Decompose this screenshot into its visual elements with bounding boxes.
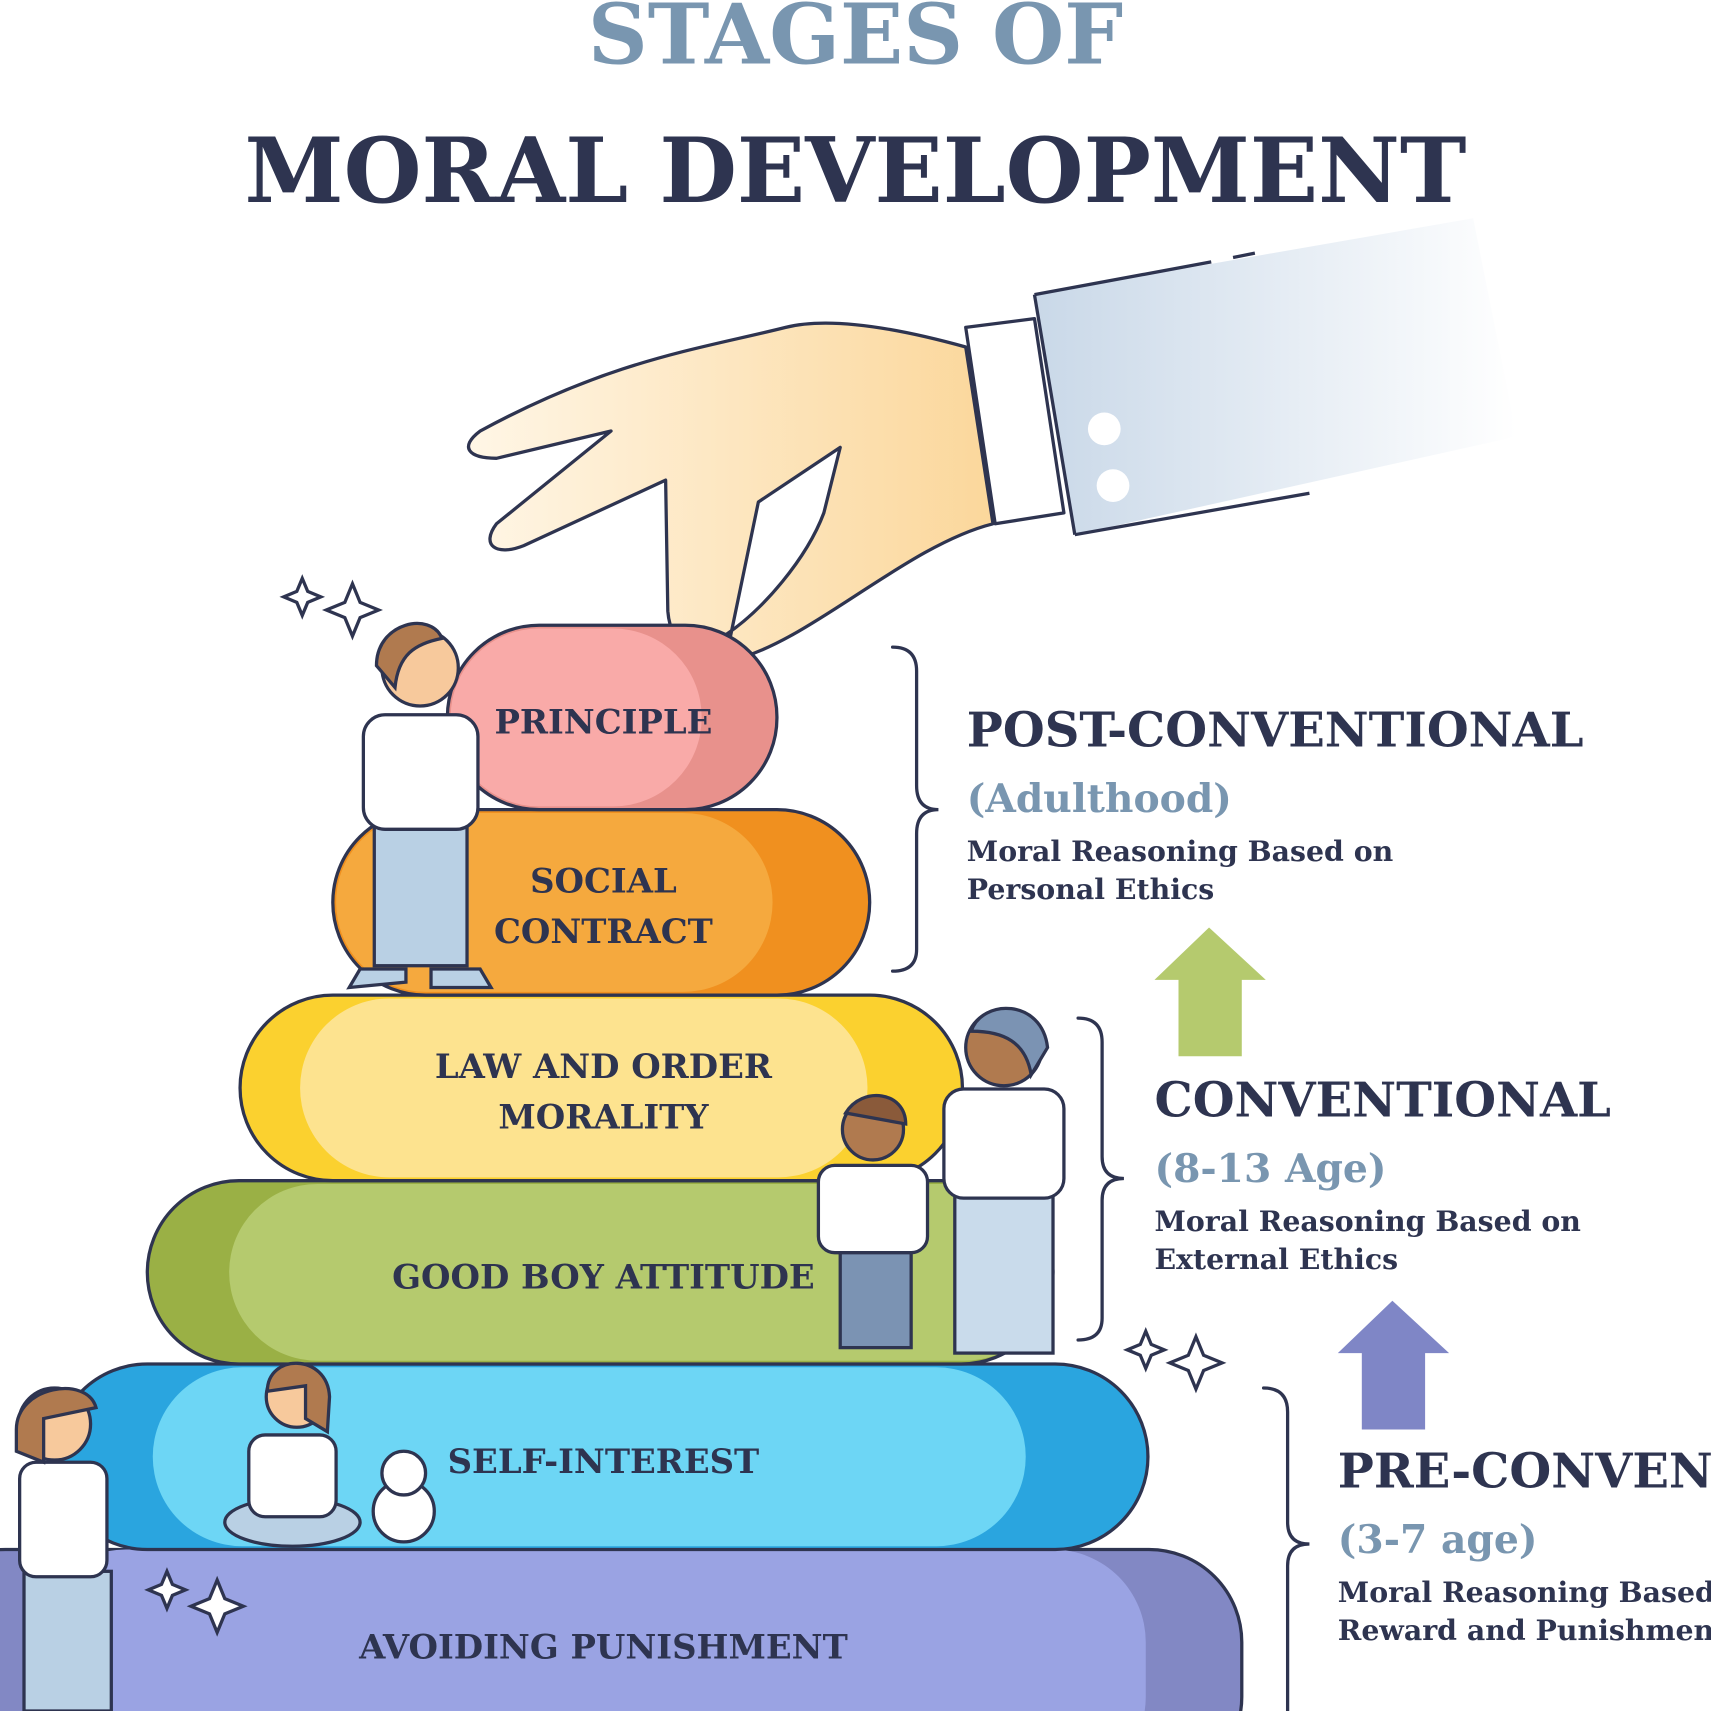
stage-label: SELF-INTEREST	[448, 1441, 760, 1481]
stage-label: GOOD BOY ATTITUDE	[392, 1257, 815, 1297]
stage-label: AVOIDING PUNISHMENT	[358, 1627, 848, 1667]
stage-pill-principle: PRINCIPLE	[445, 623, 779, 812]
level-conventional: CONVENTIONAL (8-13 Age) Moral Reasoning …	[1154, 1072, 1610, 1276]
title-line-2: MORAL DEVELOPMENT	[245, 119, 1467, 224]
brace-conventional	[1076, 1016, 1125, 1342]
level-description: Moral Reasoning Based on	[1338, 1575, 1711, 1609]
level-description: Moral Reasoning Based on	[1154, 1204, 1580, 1238]
stage-label: PRINCIPLE	[494, 701, 712, 741]
children-playing-illustration	[14, 1361, 436, 1711]
level-pre-conventional: PRE-CONVENTIONAL (3-7 age) Moral Reasoni…	[1338, 1443, 1711, 1647]
arrow-up-pre-conventional-icon	[1337, 1300, 1450, 1430]
level-description: Reward and Punishment	[1338, 1613, 1711, 1647]
person-thinking-illustration	[346, 621, 494, 990]
level-age: (3-7 age)	[1338, 1517, 1538, 1563]
stage-label: MORALITY	[498, 1096, 709, 1136]
hand-illustration	[466, 218, 1517, 666]
brace-pre-conventional	[1261, 1386, 1310, 1711]
stage-label: SOCIAL	[530, 861, 677, 901]
stage-label: LAW AND ORDER	[435, 1046, 773, 1086]
level-description: External Ethics	[1154, 1242, 1398, 1276]
level-post-conventional: POST-CONVENTIONAL (Adulthood) Moral Reas…	[967, 702, 1584, 906]
title-line-1: STAGES OF	[588, 0, 1123, 83]
level-age: (8-13 Age)	[1154, 1146, 1386, 1192]
level-age: (Adulthood)	[967, 776, 1232, 822]
arrow-up-conventional-icon	[1154, 927, 1266, 1057]
level-description: Moral Reasoning Based on	[967, 834, 1393, 868]
level-title: CONVENTIONAL	[1154, 1072, 1610, 1128]
stage-label: CONTRACT	[494, 911, 713, 951]
stage-pill-self-interest: SELF-INTEREST	[52, 1362, 1150, 1552]
level-title: POST-CONVENTIONAL	[967, 702, 1584, 758]
adult-and-child-illustration	[816, 1006, 1066, 1355]
stage-pill-avoiding-punishment: AVOIDING PUNISHMENT	[0, 1547, 1244, 1711]
brace-post-conventional	[890, 645, 939, 973]
sparkle-icons	[144, 574, 1227, 1637]
level-title: PRE-CONVENTIONAL	[1338, 1443, 1711, 1499]
stage-pill-law-and-order: LAW AND ORDER MORALITY	[238, 993, 965, 1183]
level-description: Personal Ethics	[967, 872, 1214, 906]
